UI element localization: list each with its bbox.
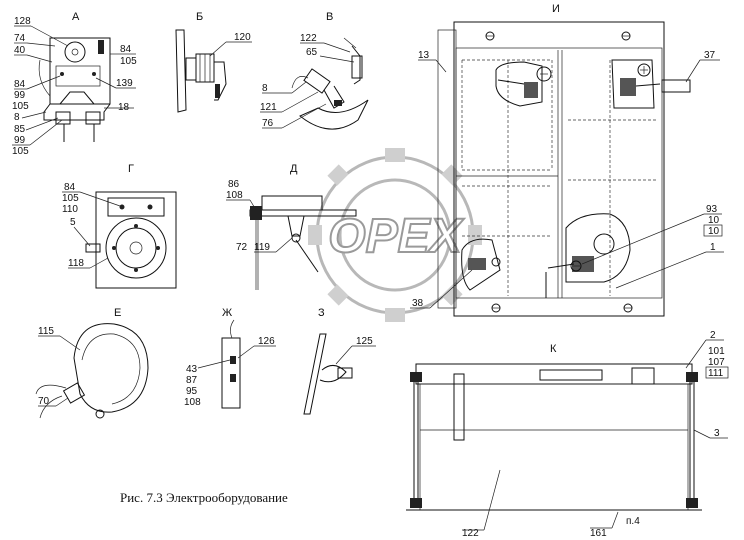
label-i-10b: 10 (708, 226, 720, 237)
label-a-99: 99 (14, 90, 26, 101)
view-zh: Ж 43 87 95 108 126 (184, 307, 276, 409)
label-d-108: 108 (226, 190, 243, 201)
label-a-40: 40 (14, 45, 26, 56)
view-z-title: З (318, 307, 325, 319)
label-a-8: 8 (14, 112, 20, 123)
label-a-74: 74 (14, 33, 26, 44)
label-i-37: 37 (704, 50, 716, 61)
view-a: А 128 74 40 84 105 139 84 99 105 18 8 (12, 11, 137, 157)
view-e-title: Е (114, 307, 121, 319)
label-g-110: 110 (62, 204, 78, 215)
label-zh-108: 108 (184, 397, 201, 408)
label-a-99b: 99 (14, 135, 26, 146)
label-i-13: 13 (418, 50, 430, 61)
label-e-70: 70 (38, 396, 50, 407)
label-a-84b: 84 (14, 79, 26, 90)
label-k-107: 107 (708, 357, 725, 368)
label-i-10: 10 (708, 215, 720, 226)
label-zh-43: 43 (186, 364, 198, 375)
label-v-122: 122 (300, 33, 317, 44)
label-d-72: 72 (236, 242, 248, 253)
label-d-86: 86 (228, 179, 240, 190)
label-v-121: 121 (260, 102, 277, 113)
label-a-139: 139 (116, 78, 133, 89)
view-v: В 122 65 8 121 76 (260, 11, 369, 130)
label-g-105: 105 (62, 193, 79, 204)
label-k-122: 122 (462, 528, 479, 539)
label-zh-87: 87 (186, 375, 198, 386)
view-i: И (410, 3, 724, 317)
opex-watermark: OPEX (308, 148, 482, 322)
label-e-115: 115 (38, 326, 54, 337)
view-k: К 2 101 107 111 3 122 161 п.4 (406, 330, 729, 539)
label-g-84: 84 (64, 182, 76, 193)
label-a-105b: 105 (12, 101, 29, 112)
label-a-84: 84 (120, 44, 132, 55)
label-k-p4: п.4 (626, 516, 640, 527)
view-v-title: В (326, 11, 333, 23)
view-k-title: К (550, 343, 557, 355)
label-d-119: 119 (254, 242, 270, 253)
label-v-76: 76 (262, 118, 274, 129)
view-z: З 125 (303, 307, 376, 415)
label-zh-95: 95 (186, 386, 198, 397)
view-e: Е 115 70 (35, 307, 149, 419)
label-k-101: 101 (708, 346, 725, 357)
label-g-118: 118 (68, 258, 84, 269)
view-i-title: И (552, 3, 560, 15)
label-i-93: 93 (706, 204, 718, 215)
label-a-18: 18 (118, 102, 130, 113)
view-a-title: А (72, 11, 80, 23)
view-zh-title: Ж (222, 307, 232, 319)
label-z-125: 125 (356, 336, 373, 347)
label-a-105c: 105 (12, 146, 29, 157)
figure-caption: Рис. 7.3 Электрооборудование (120, 490, 288, 505)
watermark-text: OPEX (328, 210, 464, 263)
label-k-161: 161 (590, 528, 607, 539)
view-d-title: Д (290, 163, 298, 175)
label-k-3: 3 (714, 428, 720, 439)
label-g-5: 5 (70, 217, 76, 228)
label-i-38: 38 (412, 298, 424, 309)
label-a-128: 128 (14, 16, 31, 27)
label-zh-126: 126 (258, 336, 275, 347)
label-b-120: 120 (234, 32, 251, 43)
view-g-title: Г (128, 163, 134, 175)
label-i-1: 1 (710, 242, 716, 253)
view-b-title: Б (196, 11, 203, 23)
label-k-2: 2 (710, 330, 716, 341)
view-b: Б 120 (175, 11, 252, 113)
label-k-111: 111 (708, 368, 724, 379)
label-a-105: 105 (120, 56, 137, 67)
label-a-85: 85 (14, 124, 26, 135)
label-v-65: 65 (306, 47, 318, 58)
view-d: Д 86 108 72 119 (226, 163, 357, 290)
label-v-8: 8 (262, 83, 268, 94)
view-g: Г 84 105 110 5 118 (62, 163, 177, 289)
